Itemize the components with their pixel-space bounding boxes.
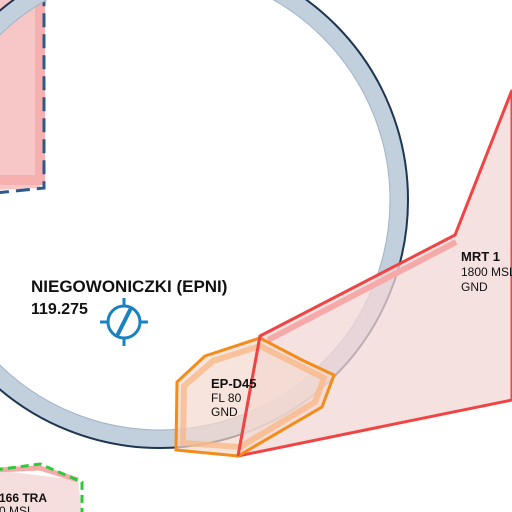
ep-d45-upper-limit: FL 80 <box>211 391 242 405</box>
ctr-boundary-ring[interactable] <box>0 0 409 449</box>
mrt-zone-edge <box>236 335 262 457</box>
ep-d45-lower-limit: GND <box>211 405 238 419</box>
ep-d45-label: EP-D45 <box>211 376 257 391</box>
mrt-label: MRT 1 <box>461 249 500 264</box>
tra-zone[interactable] <box>0 462 84 512</box>
mrt-lower-limit: GND <box>461 280 488 294</box>
airport-frequency: 119.275 <box>31 301 88 318</box>
airfield-icon[interactable] <box>100 298 148 346</box>
tra-upper-limit: 0 MSL <box>0 504 34 512</box>
restricted-zone[interactable] <box>0 0 46 194</box>
ep-d45-zone[interactable] <box>174 336 336 458</box>
mrt-upper-limit: 1800 MSL <box>461 265 512 279</box>
tra-label: 166 TRA <box>0 491 47 505</box>
airport-name: NIEGOWONICZKI (EPNI) <box>31 277 227 296</box>
